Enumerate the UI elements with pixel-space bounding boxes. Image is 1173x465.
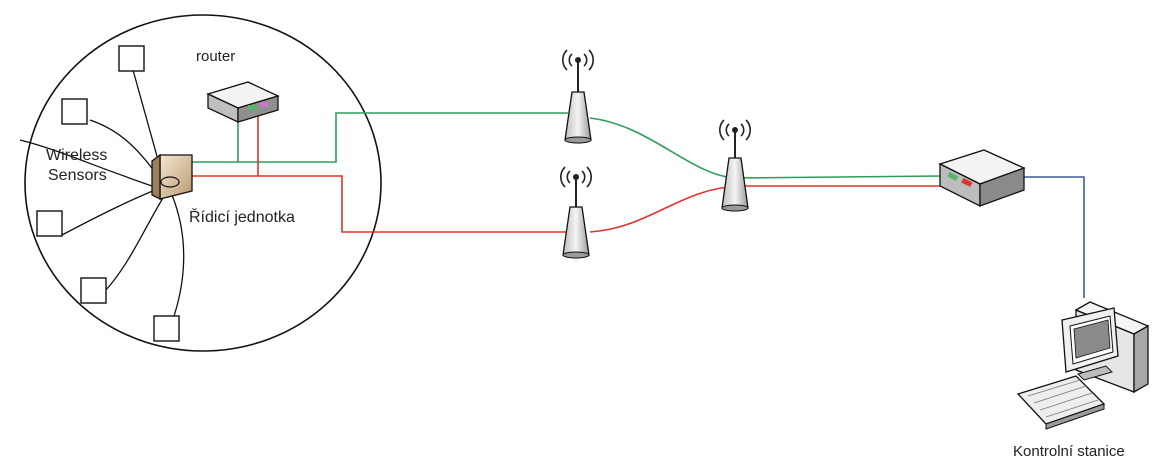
blue-link: [1022, 176, 1085, 298]
square-sensor-icon: [118, 45, 145, 72]
computer-workstation-icon: [1016, 301, 1150, 430]
control-unit-label: Řídicí jednotka: [189, 209, 295, 226]
router-label: router: [196, 48, 236, 65]
wireless-sensors-label-line1: Wireless: [46, 147, 108, 164]
control-unit-icon: [151, 153, 193, 201]
control-station-label: Kontrolní stanice: [1013, 443, 1125, 460]
antenna-tower-icon: [719, 119, 751, 212]
square-sensor-icon: [61, 98, 88, 125]
sensor-wire-3: [19, 139, 159, 189]
antenna-tower-icon: [560, 166, 592, 259]
wireless-sensors: [36, 45, 180, 342]
local-network-boundary: [24, 14, 382, 352]
sensor-wire-4: [59, 187, 161, 237]
square-sensor-icon: [80, 277, 107, 304]
sensor-wire-6: [171, 194, 185, 323]
wireless-sensors-label-line2: Sensors: [48, 167, 107, 184]
switch-icon: [938, 149, 1026, 208]
sensor-wire-5: [103, 189, 169, 293]
square-sensor-icon: [153, 315, 180, 342]
square-sensor-icon: [36, 210, 63, 237]
router-icon: [206, 81, 280, 124]
antenna-tower-icon: [562, 49, 594, 144]
